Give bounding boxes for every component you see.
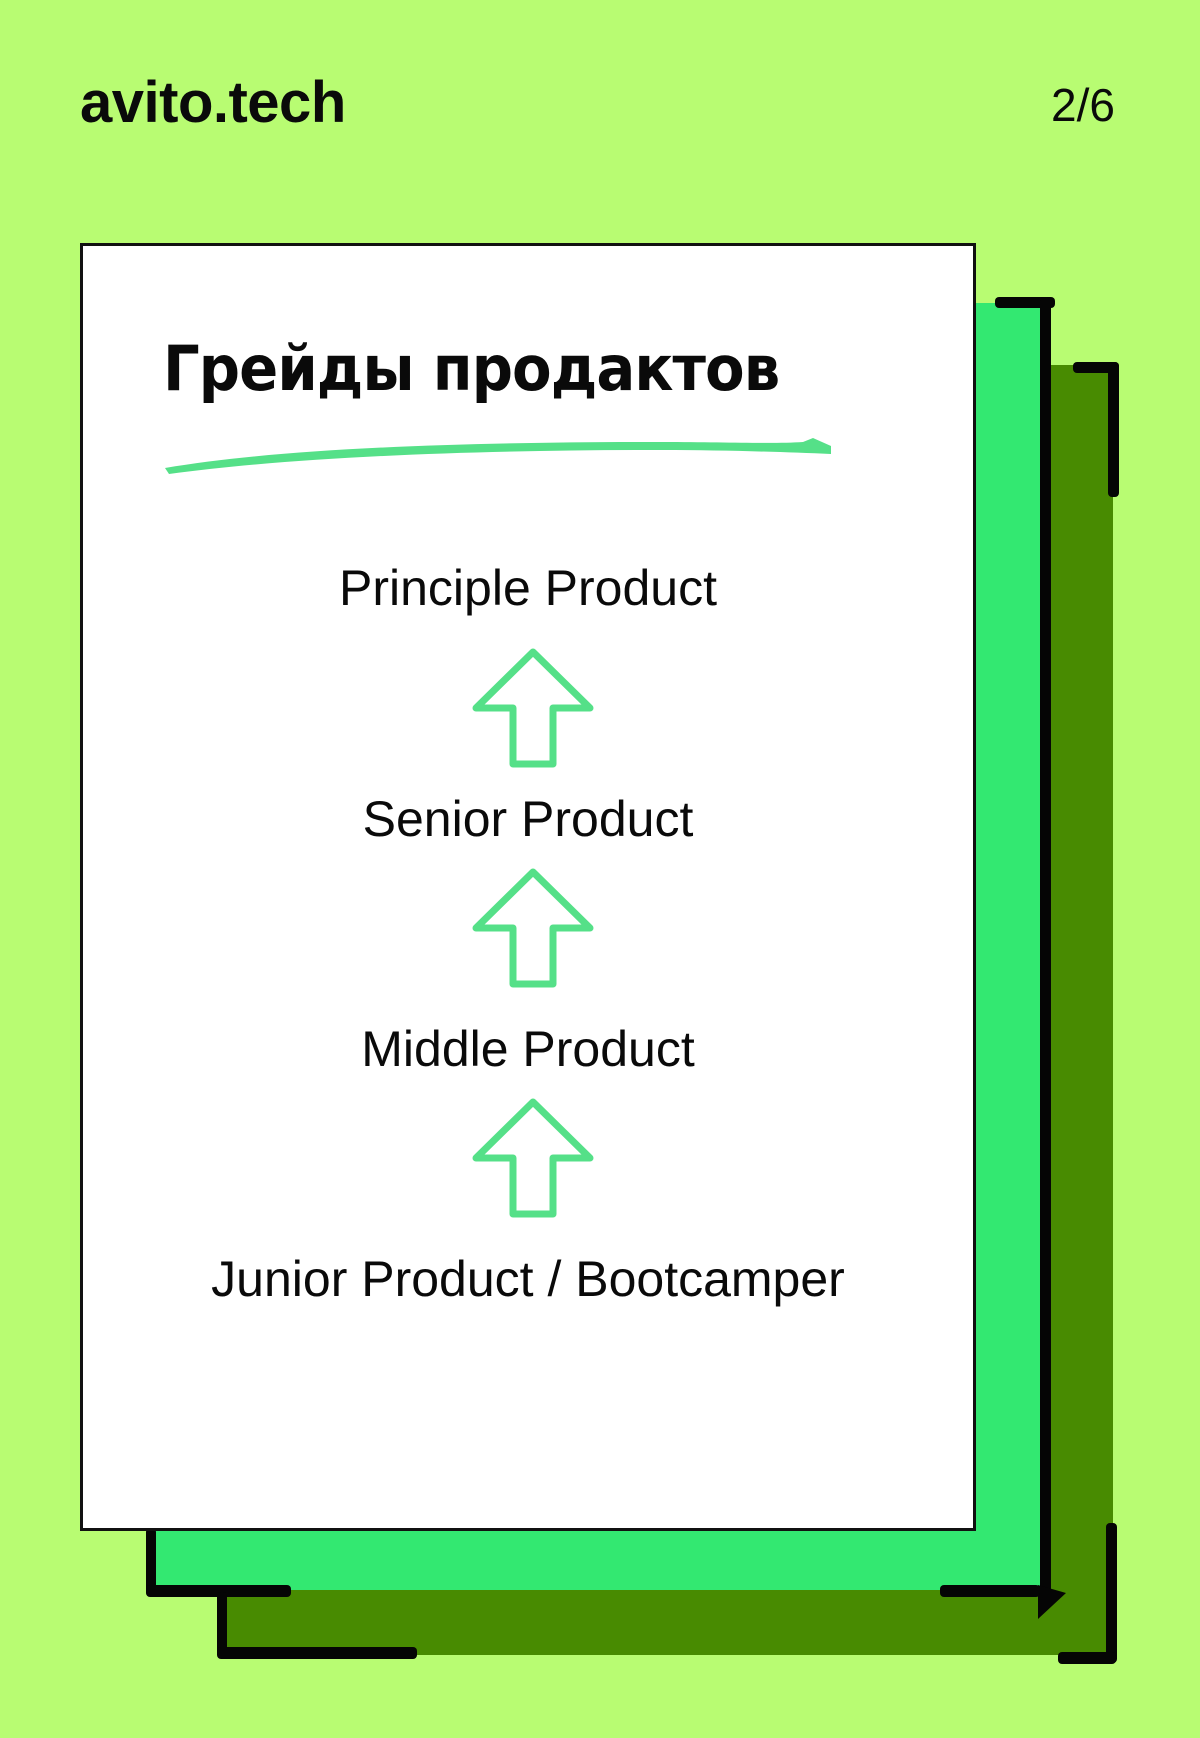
page-counter: 2/6 bbox=[1051, 79, 1115, 131]
bracket-stroke bbox=[146, 1585, 291, 1597]
grade-senior: Senior Product bbox=[362, 791, 694, 847]
bracket-stroke bbox=[1073, 362, 1119, 373]
grade-junior: Junior Product / Bootcamper bbox=[211, 1251, 845, 1307]
bracket-stroke bbox=[146, 1528, 156, 1596]
brush-underline-icon bbox=[165, 438, 831, 474]
up-arrow-icon bbox=[472, 1098, 594, 1218]
bracket-stroke bbox=[217, 1647, 417, 1659]
brand-logo: avito.tech bbox=[80, 70, 346, 135]
bracket-stroke bbox=[1058, 1652, 1116, 1664]
bracket-stroke bbox=[940, 1585, 1040, 1597]
up-arrow-icon bbox=[472, 648, 594, 768]
bracket-stroke bbox=[217, 1592, 227, 1656]
up-arrow-icon bbox=[472, 868, 594, 988]
content-card: Грейды продактов Principle Product Senio… bbox=[80, 243, 976, 1531]
bracket-stroke bbox=[1108, 362, 1119, 497]
bracket-stroke bbox=[1106, 1523, 1117, 1663]
grade-principle: Principle Product bbox=[339, 560, 717, 616]
bracket-stroke bbox=[995, 297, 1055, 308]
card-title: Грейды продактов bbox=[163, 332, 780, 405]
grade-middle: Middle Product bbox=[361, 1021, 695, 1077]
bracket-stroke bbox=[1040, 297, 1051, 1607]
bracket-arrowhead-icon bbox=[1038, 1585, 1066, 1619]
